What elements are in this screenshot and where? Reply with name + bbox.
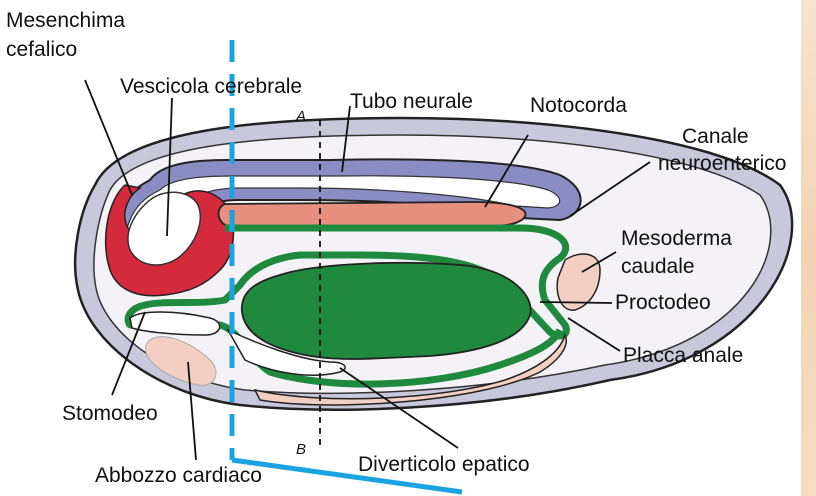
label-vescicola-cerebrale: Vescicola cerebrale xyxy=(120,75,302,98)
label-canale-line2: neuroenterico xyxy=(658,152,786,175)
label-proctodeo: Proctodeo xyxy=(615,291,711,314)
label-abbozzo-cardiaco: Abbozzo cardiaco xyxy=(95,464,262,487)
label-diverticolo-epatico: Diverticolo epatico xyxy=(358,453,530,476)
label-canale-line1: Canale xyxy=(682,125,749,148)
label-mesoderma-line2: caudale xyxy=(621,255,695,278)
label-mesoderma-line1: Mesoderma xyxy=(621,227,732,250)
gut-endoderm-mass xyxy=(242,263,531,359)
section-marker-b: B xyxy=(296,441,306,458)
label-mesenchima-line1: Mesenchima xyxy=(6,9,125,32)
section-marker-a: A xyxy=(295,108,306,125)
label-stomodeo: Stomodeo xyxy=(62,402,158,425)
label-notocorda: Notocorda xyxy=(530,94,627,117)
label-tubo-neurale: Tubo neurale xyxy=(350,90,473,113)
label-placca-anale: Placca anale xyxy=(623,344,743,367)
leader-proctodeo xyxy=(540,302,612,303)
label-mesenchima-line2: cefalico xyxy=(6,38,77,61)
notochord xyxy=(219,202,526,226)
